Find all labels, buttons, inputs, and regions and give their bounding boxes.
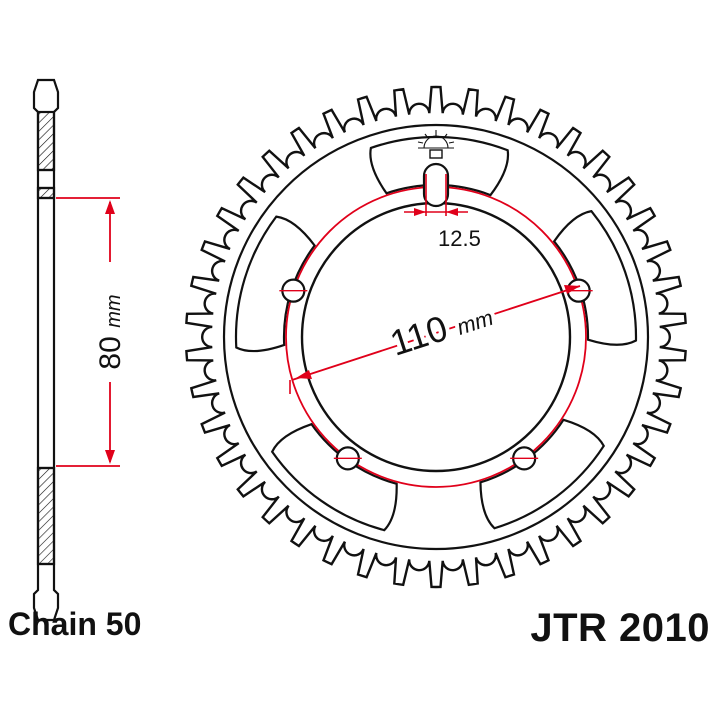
cutout-1	[369, 135, 510, 197]
cutout-4	[270, 422, 398, 532]
sun-mark-icon	[417, 130, 455, 159]
bolt-hole-dimension	[404, 174, 468, 216]
sprocket-teeth-outline	[185, 85, 687, 589]
cutout-2	[552, 209, 638, 346]
center-bore-label: 80 mm	[94, 294, 127, 369]
bolt-hole-size-label: 12.5	[438, 226, 481, 251]
center-bore-dimension: 80 mm	[56, 197, 127, 467]
sprocket-front-view: 12.5 110 mm	[185, 85, 687, 589]
center-bore-value: 80	[94, 336, 127, 369]
cutout-3	[479, 418, 606, 530]
chain-caption: Chain 50	[8, 606, 142, 642]
side-profile-view	[32, 78, 60, 622]
marking-slot	[417, 130, 455, 208]
lightening-cutouts	[234, 135, 638, 532]
center-bore-unit: mm	[103, 294, 125, 327]
cutout-5	[234, 215, 316, 353]
inner-rim-circle	[222, 123, 650, 551]
part-number-caption: JTR 2010	[530, 606, 710, 650]
